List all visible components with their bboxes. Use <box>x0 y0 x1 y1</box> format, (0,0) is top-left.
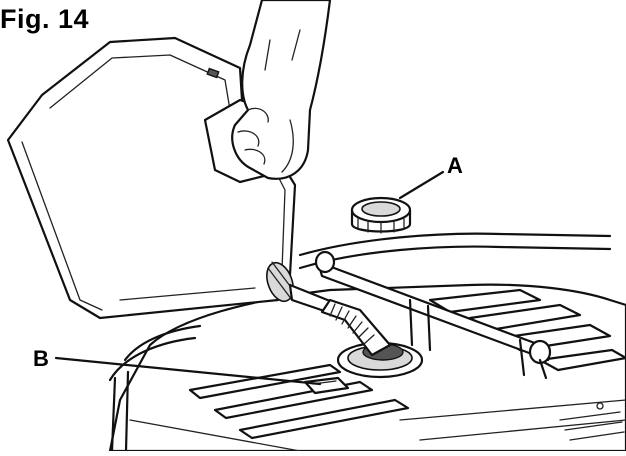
handle-bar <box>314 250 552 380</box>
leader-line-b <box>54 356 322 386</box>
hand <box>231 0 332 180</box>
fuel-cap <box>350 196 412 234</box>
callout-a-label: A <box>447 153 463 178</box>
fuel-tank-neck <box>336 341 424 379</box>
fuel-can <box>6 36 392 357</box>
callout-b-label: B <box>33 346 49 371</box>
leader-line-a <box>398 170 445 200</box>
figure-number: Fig. 14 <box>0 4 90 34</box>
